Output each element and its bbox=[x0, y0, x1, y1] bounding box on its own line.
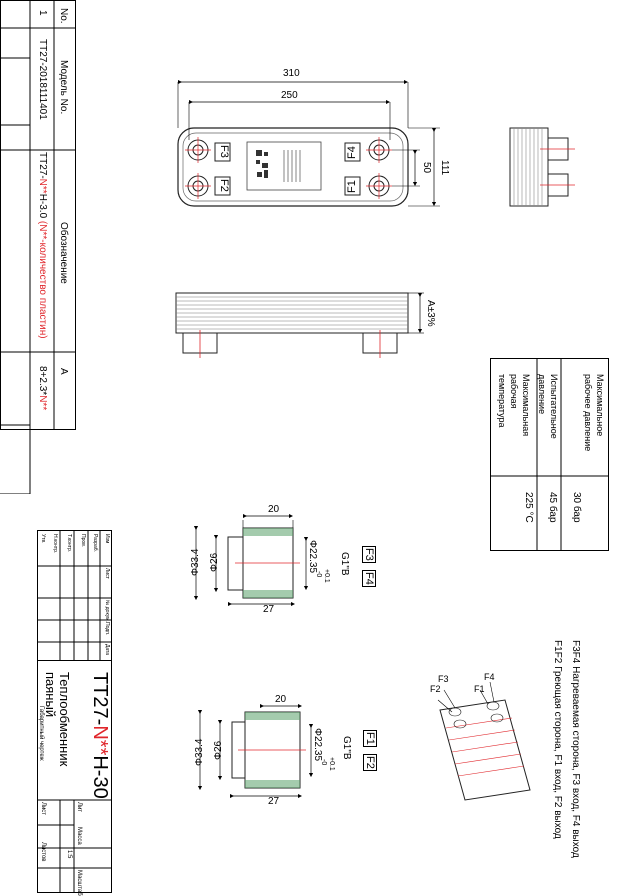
value-test-pressure: 45 бар bbox=[547, 492, 558, 523]
fitting2-port-f2: F2 bbox=[363, 754, 377, 771]
dim-stack-height: A±3% bbox=[425, 300, 436, 327]
fitting1-len-bottom: 27 bbox=[263, 604, 275, 615]
spec-table-grid bbox=[0, 0, 76, 494]
fitting1-tol-bottom: -0 bbox=[315, 571, 322, 578]
title-row-2: Пров. bbox=[80, 534, 86, 548]
title-col-sheet: Лист bbox=[40, 802, 46, 816]
title-drawing-type: Габаритный чертеж bbox=[38, 706, 44, 761]
fitting1-dia-inner: Φ26 bbox=[209, 552, 220, 572]
dim-overall-length: 310 bbox=[283, 68, 300, 79]
title-scale-value: 1:5 bbox=[66, 850, 72, 859]
title-col-mass: Масса bbox=[76, 827, 82, 845]
title-rowcol-2: Подп. bbox=[104, 622, 110, 636]
fitting2-port-f1: F1 bbox=[363, 730, 377, 747]
iso-label-f3: F3 bbox=[438, 674, 449, 684]
value-max-temperature: 225 °C bbox=[523, 492, 534, 523]
dim-width: 111 bbox=[439, 160, 450, 176]
iso-label-f4: F4 bbox=[484, 672, 495, 682]
fitting1-tol-top: +0.1 bbox=[323, 569, 330, 583]
value-max-working-pressure: 30 бар bbox=[571, 492, 582, 523]
title-block-grid bbox=[37, 530, 112, 893]
iso-label-f2: F2 bbox=[430, 684, 441, 694]
fitting1-thread: G1"B bbox=[339, 552, 350, 576]
label-max-working-pressure: Максимальное рабочее давление bbox=[583, 374, 605, 452]
title-row-1: Разраб. bbox=[92, 534, 98, 553]
fitting1-len-top: 20 bbox=[268, 504, 280, 515]
title-name-line2: паяный bbox=[43, 672, 58, 718]
label-test-pressure: Испытательное давление bbox=[537, 374, 559, 439]
side-view bbox=[509, 127, 575, 207]
title-col-sheets: Листов bbox=[40, 842, 46, 862]
port-label-f2: F2 bbox=[218, 179, 230, 192]
fitting1-port-f3: F3 bbox=[362, 546, 376, 563]
fitting2-tol-bottom: -0 bbox=[320, 759, 327, 766]
fitting2-len-top: 20 bbox=[275, 694, 287, 705]
legend-line-1: F3F4 Нагреваемая сторона, F3 вход, F4 вы… bbox=[570, 640, 581, 858]
fitting1-port-f4: F4 bbox=[362, 570, 376, 587]
fitting2-dia-inner: Φ26 bbox=[213, 740, 224, 760]
title-row-3: Т.контр. bbox=[66, 534, 72, 553]
title-col-lit: Лит bbox=[76, 802, 82, 813]
spec-table: No. Модель No. Обозначение A 1 TT27-2018… bbox=[0, 0, 76, 494]
title-row-5: Утв. bbox=[40, 534, 46, 544]
fitting2-dia-thread: Φ22.35 bbox=[312, 728, 323, 762]
title-row-4: Н.контр. bbox=[52, 534, 58, 554]
title-rowcol-0: Лист bbox=[104, 568, 110, 579]
dim-port-spacing: 250 bbox=[281, 90, 298, 101]
pressure-table-grid bbox=[490, 358, 609, 551]
legend-line-2: F1F2 Греющая сторона, F1 вход, F2 выход bbox=[552, 640, 563, 839]
fitting2-tol-top: +0.1 bbox=[328, 757, 335, 771]
title-rowcol-3: Дата bbox=[104, 644, 110, 656]
fitting-detail-1 bbox=[193, 513, 309, 607]
title-col-scale: Масштаб bbox=[76, 870, 82, 896]
fitting1-dia-outer: Φ33.4 bbox=[190, 548, 201, 576]
title-name-line1: Теплообменник bbox=[57, 672, 72, 767]
fitting2-dia-outer: Φ33.4 bbox=[194, 738, 205, 766]
fitting1-dia-thread: Φ22.35 bbox=[307, 540, 318, 574]
title-rowcol-1: № докум. bbox=[104, 600, 110, 622]
front-view bbox=[177, 79, 440, 207]
title-model: TT27-N**H-30 bbox=[89, 672, 111, 799]
top-view bbox=[175, 292, 424, 358]
title-row-0: Изм bbox=[104, 534, 110, 544]
port-label-f4: F4 bbox=[346, 146, 358, 159]
port-label-f3: F3 bbox=[218, 145, 230, 158]
dim-port-pitch: 50 bbox=[421, 162, 432, 174]
port-label-f1: F1 bbox=[346, 180, 358, 193]
label-max-temperature: Максимальная рабочая температура bbox=[497, 374, 531, 437]
isometric-sketch bbox=[437, 681, 531, 801]
fitting2-thread: G1"B bbox=[341, 736, 352, 760]
fitting2-len-bottom: 27 bbox=[268, 796, 280, 807]
fitting-detail-2 bbox=[197, 703, 314, 799]
iso-label-f1: F1 bbox=[474, 684, 485, 694]
